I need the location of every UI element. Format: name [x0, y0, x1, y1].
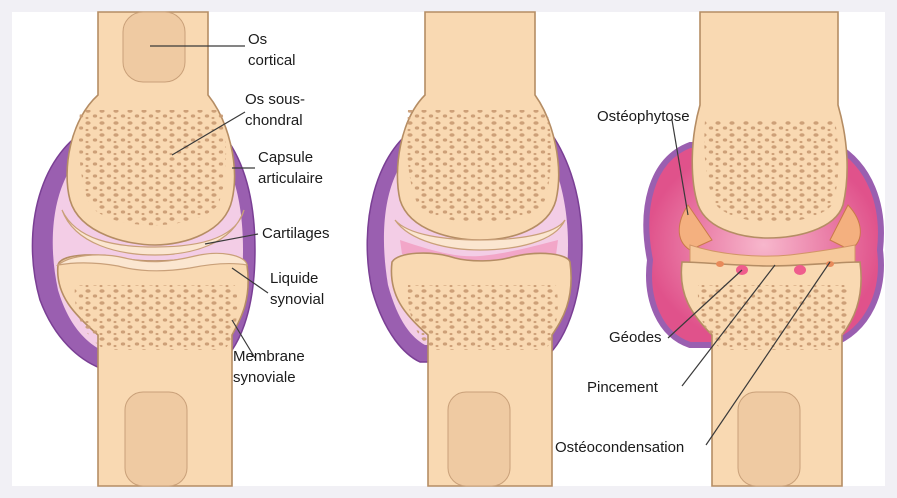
early-arthrosis-joint [367, 12, 582, 486]
lower-medullary-canal-2 [448, 392, 510, 486]
label-membrane-2: synoviale [233, 369, 296, 386]
label-os-cortical-2: cortical [248, 52, 296, 69]
label-pincement: Pincement [587, 379, 659, 396]
geode-3 [716, 261, 724, 267]
healthy-joint [32, 12, 255, 486]
label-os-sous-chondral-2: chondral [245, 112, 303, 129]
label-osteocondensation: Ostéocondensation [555, 439, 684, 456]
label-os-cortical-1: Os [248, 31, 267, 48]
label-liquide-1: Liquide [270, 270, 318, 287]
label-liquide-2: synovial [270, 291, 324, 308]
label-cartilages: Cartilages [262, 225, 330, 242]
label-os-sous-chondral-1: Os sous- [245, 91, 305, 108]
medullary-canal [123, 12, 185, 82]
geode-2 [794, 265, 806, 275]
label-capsule-1: Capsule [258, 149, 313, 166]
label-capsule-2: articulaire [258, 170, 323, 187]
lower-medullary-canal [125, 392, 187, 486]
label-membrane-1: Membrane [233, 348, 305, 365]
label-osteophytose: Ostéophytose [597, 108, 690, 125]
lower-medullary-canal-3 [738, 392, 800, 486]
advanced-arthrosis-joint [646, 12, 881, 486]
label-geodes: Géodes [609, 329, 662, 346]
